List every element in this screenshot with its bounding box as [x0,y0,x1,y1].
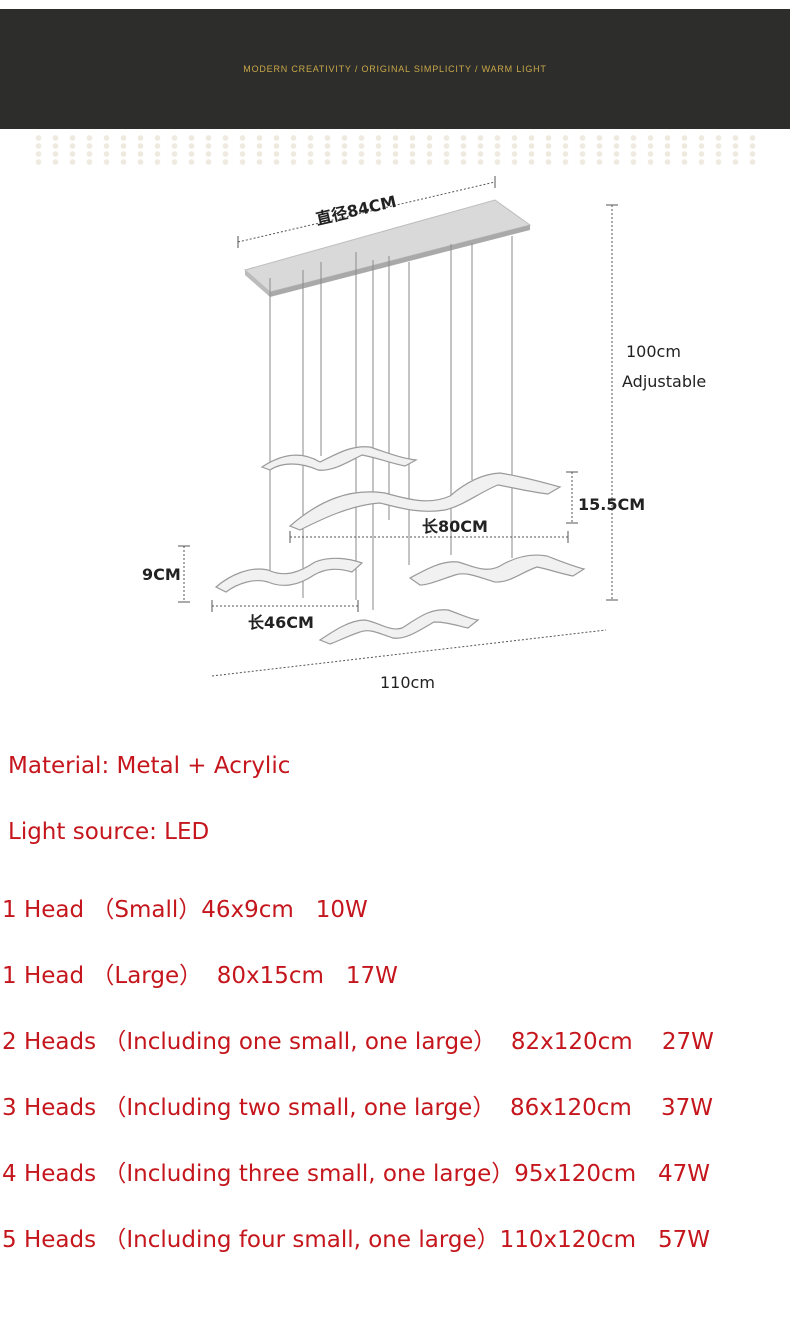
large-height-label: 15.5CM [578,495,645,514]
small-height-label: 9CM [142,565,181,584]
spec-option-5-heads: 5 Heads （Including four small, one large… [2,1227,711,1253]
height-adjustable-note: Adjustable [622,372,706,391]
top-banner: MODERN CREATIVITY / ORIGINAL SIMPLICITY … [0,9,790,129]
spec-option-4-heads: 4 Heads （Including three small, one larg… [2,1161,711,1187]
diameter-label: 直径84CM [314,192,398,229]
small-height-dimension-line [178,545,190,603]
spec-light-source: Light source: LED [8,819,210,845]
total-width-dimension-line [211,629,607,677]
spec-option-1-head-large: 1 Head （Large） 80x15cm 17W [2,963,398,989]
large-height-dimension-line [566,471,578,524]
banner-tagline: MODERN CREATIVITY / ORIGINAL SIMPLICITY … [243,64,547,74]
small-length-dimension-line [211,600,359,612]
total-width-label: 110cm [380,673,435,692]
spec-option-1-head-small: 1 Head （Small）46x9cm 10W [2,897,368,923]
chandelier-dimension-diagram: 直径84CM 100cm Adjustab [142,176,706,692]
diameter-dimension-line [237,176,496,248]
suspension-wires [269,236,513,610]
small-length-label: 长46CM [248,613,314,632]
height-value: 100cm [626,342,681,361]
wave-light-panels [214,446,586,645]
spec-material: Material: Metal + Acrylic [8,753,291,779]
large-length-label: 长80CM [422,517,488,536]
ceiling-canopy [243,199,532,297]
large-length-dimension-line [289,531,569,543]
decorative-dot-pattern [30,134,760,166]
spec-option-2-heads: 2 Heads （Including one small, one large）… [2,1029,714,1055]
height-dimension-line [606,204,618,601]
spec-option-3-heads: 3 Heads （Including two small, one large）… [2,1095,714,1121]
